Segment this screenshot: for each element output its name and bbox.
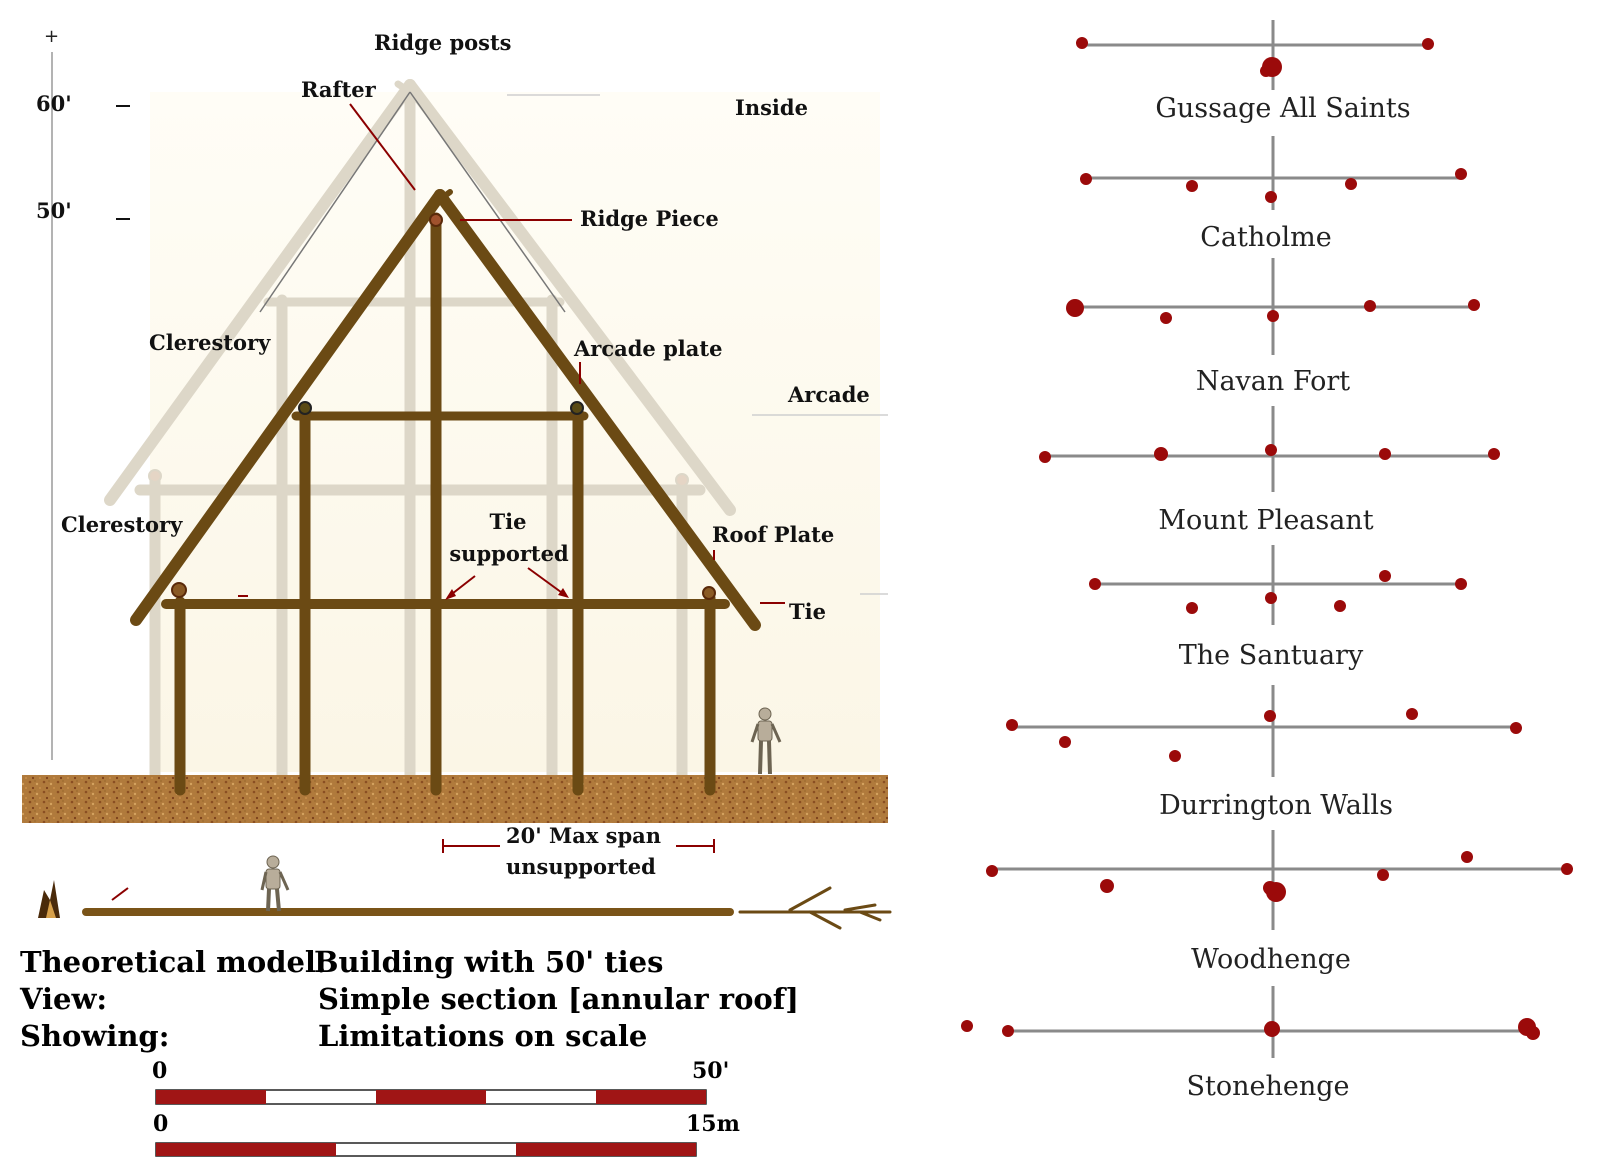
label-tie-supported-2: supported — [449, 541, 569, 566]
scale-metric-end: 15m — [686, 1111, 740, 1137]
main-frame — [130, 189, 761, 796]
site-plan-mount-pleasant: Mount Pleasant — [1039, 406, 1500, 536]
guide-lines — [507, 94, 888, 595]
label-arcade-plate: Arcade plate — [573, 336, 722, 361]
label-rafter: Rafter — [301, 77, 377, 102]
site-name: Durrington Walls — [1159, 790, 1393, 821]
site-plan-stonehenge: Stonehenge — [961, 986, 1540, 1102]
caption-showing-value: Limitations on scale — [318, 1019, 647, 1053]
caption-showing-key: Showing: — [20, 1019, 169, 1053]
site-plan-the-santuary: The Santuary — [1089, 545, 1467, 671]
person-figure-right — [750, 707, 782, 775]
site-plan-woodhenge: Woodhenge — [986, 830, 1573, 975]
label-ridge-piece: Ridge Piece — [580, 206, 719, 231]
height-mark-60: 60' — [36, 91, 72, 116]
site-plan-gussage-all-saints: Gussage All Saints — [1076, 20, 1434, 124]
inside-background — [150, 92, 880, 772]
site-name: Stonehenge — [1187, 1071, 1350, 1102]
label-pointers — [238, 103, 785, 604]
tree-stump-icon — [38, 880, 60, 918]
caption-model-key: Theoretical model: — [20, 945, 327, 979]
label-span-2: unsupported — [506, 854, 656, 879]
site-plan-catholme: Catholme — [1080, 136, 1467, 253]
label-roof-plate: Roof Plate — [712, 522, 834, 547]
site-plan-navan-fort: Navan Fort — [1066, 258, 1480, 397]
label-clerestory-upper: Clerestory — [149, 330, 271, 355]
caption-view-value: Simple section [annular roof] — [318, 982, 799, 1016]
label-inside: Inside — [735, 95, 808, 120]
label-tie: Tie — [789, 599, 826, 624]
height-top-mark: + — [44, 26, 59, 47]
tree-top-icon — [738, 886, 892, 930]
scale-bar-feet: 0 50' — [152, 1058, 729, 1105]
label-arcade: Arcade — [787, 382, 870, 407]
site-name: The Santuary — [1179, 640, 1364, 671]
height-scale: + 60' 50' — [36, 26, 130, 760]
scale-feet-end: 50' — [692, 1058, 729, 1084]
log-branch-axe-mark — [111, 887, 129, 901]
site-name: Catholme — [1200, 222, 1331, 253]
height-mark-50: 50' — [36, 198, 72, 223]
site-name: Gussage All Saints — [1155, 93, 1410, 124]
tie-arrowheads — [445, 588, 569, 600]
site-plan-durrington-walls: Durrington Walls — [1006, 685, 1522, 821]
caption-view-key: View: — [19, 982, 107, 1016]
span-dimension — [442, 839, 715, 853]
caption: Theoretical model: Building with 50' tie… — [19, 945, 799, 1053]
site-name: Woodhenge — [1191, 944, 1351, 975]
site-name: Navan Fort — [1196, 366, 1350, 397]
scale-feet-start: 0 — [152, 1058, 167, 1084]
label-clerestory-lower: Clerestory — [61, 512, 183, 537]
ghost-frame-edges — [259, 91, 566, 313]
caption-model-value: Building with 50' ties — [314, 945, 663, 979]
ground — [22, 775, 888, 823]
site-name: Mount Pleasant — [1158, 505, 1373, 536]
scale-metric-start: 0 — [153, 1111, 168, 1137]
scale-bar-metric: 0 15m — [153, 1111, 740, 1157]
person-figure-log — [260, 855, 290, 912]
label-tie-supported-1: Tie — [490, 509, 527, 534]
label-span-1: 20' Max span — [506, 823, 661, 848]
label-ridge-posts: Ridge posts — [374, 30, 512, 55]
